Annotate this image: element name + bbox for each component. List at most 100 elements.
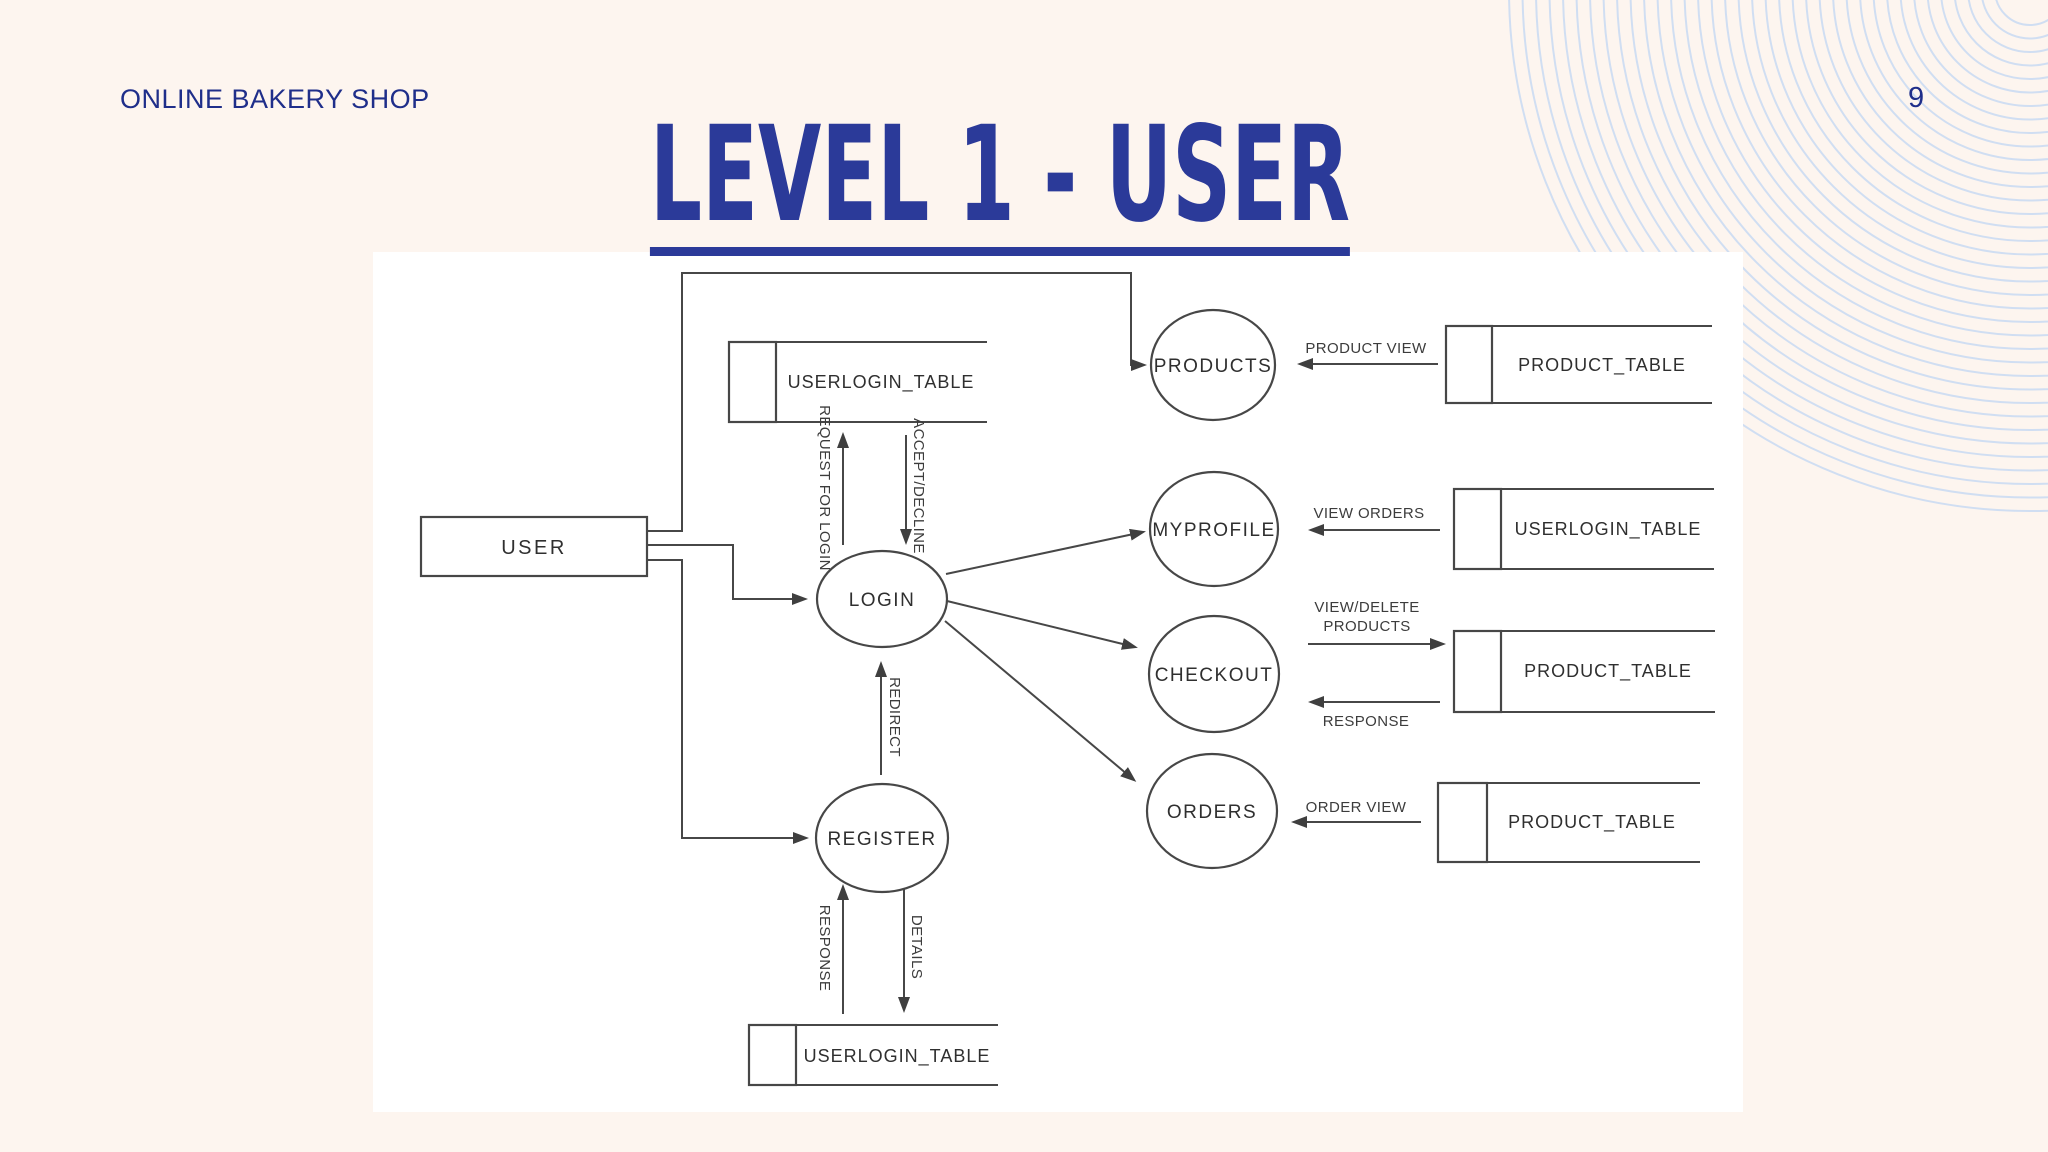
datastore-product-table-checkout: PRODUCT_TABLE xyxy=(1452,629,1715,714)
datastore-label: USERLOGIN_TABLE xyxy=(804,1046,991,1067)
datastore-cell xyxy=(1452,487,1503,571)
decorative-circle xyxy=(1616,0,2048,404)
flow-login-to-checkout-arrow xyxy=(946,600,1138,650)
login-process-label: LOGIN xyxy=(849,590,916,611)
flow-user-to-products-line xyxy=(647,272,1147,532)
decorative-circle xyxy=(1589,0,2048,431)
datastore-cell xyxy=(1436,781,1489,864)
process-login: LOGIN xyxy=(815,549,949,649)
decorative-circle xyxy=(1508,0,2048,512)
flow-login-to-myprofile-arrow xyxy=(945,528,1146,575)
user-entity-box xyxy=(419,515,649,578)
decorative-circle xyxy=(1737,0,2048,283)
decorative-circle xyxy=(1927,0,2048,94)
flow-login-to-orders-arrow xyxy=(944,620,1137,782)
datastore-label: USERLOGIN_TABLE xyxy=(788,372,975,393)
datastore-label: PRODUCT_TABLE xyxy=(1524,661,1692,682)
flow-label-product-view: PRODUCT VIEW xyxy=(1305,340,1427,357)
decorative-circle xyxy=(1535,0,2048,485)
products-process-ellipse xyxy=(1149,308,1277,422)
decorative-circle xyxy=(1778,0,2048,242)
datastore-label: PRODUCT_TABLE xyxy=(1518,355,1686,376)
flow-label-details: DETAILS xyxy=(908,915,925,979)
decorative-circle xyxy=(1995,0,2048,26)
decorative-circle xyxy=(1548,0,2048,472)
flow-label-redirect: REDIRECT xyxy=(886,677,903,757)
myprofile-process-label: MYPROFILE xyxy=(1152,520,1275,541)
decorative-circle xyxy=(1913,0,2048,107)
datastore-cell xyxy=(1444,324,1494,405)
page-number: 9 xyxy=(1908,82,1925,114)
decorative-circle xyxy=(1764,0,2048,256)
decorative-circle xyxy=(1899,0,2048,121)
flow-label-accept-decline: ACCEPT/DECLINE xyxy=(910,418,927,554)
flow-label-order-view: ORDER VIEW xyxy=(1306,799,1407,816)
flow-user-to-register-line xyxy=(647,559,809,844)
orders-process-label: ORDERS xyxy=(1167,802,1257,823)
register-process-label: REGISTER xyxy=(827,829,936,850)
datastore-cell xyxy=(1452,629,1503,714)
datastore-userlogin-top: USERLOGIN_TABLE xyxy=(727,340,987,424)
flow-label-checkout-response: RESPONSE xyxy=(1323,713,1410,730)
decorative-circle xyxy=(1670,0,2048,350)
decorative-circle xyxy=(1845,0,2048,175)
flow-label-view-orders: VIEW ORDERS xyxy=(1313,505,1424,522)
decorative-circle xyxy=(1967,0,2048,53)
datastore-cell xyxy=(747,1023,798,1087)
datastore-label: USERLOGIN_TABLE xyxy=(1515,519,1702,540)
decorative-circle xyxy=(1805,0,2048,215)
user-entity-label: USER xyxy=(501,537,567,559)
decorative-circle xyxy=(1629,0,2048,391)
process-products: PRODUCTS xyxy=(1149,308,1277,422)
flow-lines xyxy=(647,272,1446,1014)
flow-label-view-delete-line2: PRODUCTS xyxy=(1323,618,1410,635)
process-orders: ORDERS xyxy=(1145,752,1279,870)
datastore-product-table-products: PRODUCT_TABLE xyxy=(1444,324,1712,405)
decorative-circle xyxy=(1656,0,2048,364)
decorative-circle xyxy=(1697,0,2048,323)
process-register: REGISTER xyxy=(814,782,950,894)
decorative-circle xyxy=(1575,0,2048,445)
flow-label-register-response: RESPONSE xyxy=(816,905,833,992)
datastore-cell xyxy=(727,340,778,424)
process-myprofile: MYPROFILE xyxy=(1148,470,1280,588)
decorative-circle xyxy=(1832,0,2048,188)
decorative-circle xyxy=(1872,0,2048,148)
datastore-userlogin-myprofile: USERLOGIN_TABLE xyxy=(1452,487,1714,571)
decorative-circle xyxy=(1886,0,2048,134)
decorative-circle xyxy=(1710,0,2048,310)
datastore-product-table-orders: PRODUCT_TABLE xyxy=(1436,781,1700,864)
slide-header-text: ONLINE BAKERY SHOP xyxy=(120,84,430,114)
orders-process-ellipse xyxy=(1145,752,1279,870)
decorative-circle xyxy=(1683,0,2048,337)
decorative-circle xyxy=(1940,0,2048,80)
datastore-label: PRODUCT_TABLE xyxy=(1508,812,1676,833)
decorative-circle xyxy=(1954,0,2048,67)
login-process-ellipse xyxy=(815,549,949,649)
decorative-circle xyxy=(1791,0,2048,229)
flow-label-request-for-login: REQUEST FOR LOGIN xyxy=(816,405,833,571)
decorative-circle xyxy=(1724,0,2048,296)
decorative-circle xyxy=(1981,0,2048,40)
diagram-panel xyxy=(373,252,1743,1112)
flow-label-view-delete-line1: VIEW/DELETE xyxy=(1314,599,1419,616)
slide-title: LEVEL 1 - USER xyxy=(649,106,1351,256)
decorative-circle xyxy=(1818,0,2048,202)
myprofile-process-ellipse xyxy=(1148,470,1280,588)
process-checkout: CHECKOUT xyxy=(1147,614,1281,734)
decorative-circle xyxy=(1751,0,2048,269)
decorative-circle xyxy=(1643,0,2048,377)
flow-user-to-login-line xyxy=(647,544,808,605)
checkout-process-ellipse xyxy=(1147,614,1281,734)
decorative-circle xyxy=(1859,0,2048,161)
decorative-circle xyxy=(1521,0,2048,499)
checkout-process-label: CHECKOUT xyxy=(1155,665,1274,686)
register-process-ellipse xyxy=(814,782,950,894)
products-process-label: PRODUCTS xyxy=(1154,356,1273,377)
decorative-circle xyxy=(1562,0,2048,458)
datastore-userlogin-bottom: USERLOGIN_TABLE xyxy=(747,1023,998,1087)
decorative-circles xyxy=(1508,0,2048,512)
decorative-circle xyxy=(1602,0,2048,418)
